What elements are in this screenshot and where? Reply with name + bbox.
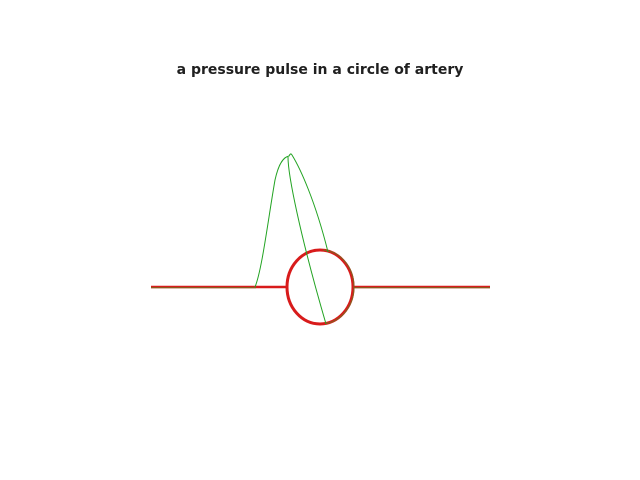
pressure-pulse-curve — [254, 153, 329, 325]
artery-circle — [285, 248, 355, 326]
artery-circle-overlay — [322, 249, 355, 325]
diagram-title: a pressure pulse in a circle of artery — [176, 62, 464, 78]
